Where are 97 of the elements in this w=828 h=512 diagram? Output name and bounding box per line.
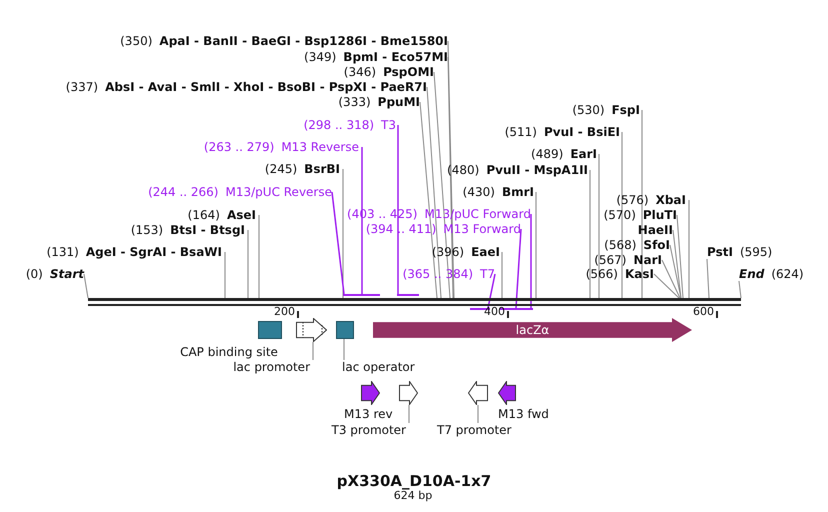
position-number: (245) <box>264 162 298 176</box>
feature-label: T7 promoter <box>437 423 512 437</box>
enzyme-name: PvuI - BsiEI <box>544 125 620 139</box>
enzyme-name: EaeI <box>471 245 500 259</box>
position-number: (337) <box>66 80 98 94</box>
enzyme-name: AgeI - SgrAI - BsaWI <box>86 245 222 259</box>
leader-line <box>224 252 226 298</box>
leader-line <box>654 274 680 298</box>
feature-label: T3 promoter <box>332 423 406 437</box>
enzyme-name: FspI <box>612 103 640 117</box>
leader-line <box>397 125 399 294</box>
enzyme-name: BsrBI <box>304 162 340 176</box>
position-number: (394 .. 411) <box>366 222 436 236</box>
position-number: (566) <box>586 267 618 281</box>
enzyme-name: BtsI - BtsgI <box>170 223 245 237</box>
position-number: (576) <box>616 193 649 207</box>
enzyme-name: XbaI <box>656 193 686 207</box>
plasmid-title: pX330A_D10A-1x7 <box>336 472 492 490</box>
feature-label: M13 fwd <box>498 407 549 421</box>
feature-label: lac promoter <box>233 360 310 374</box>
primer-name: M13 Reverse <box>281 140 359 154</box>
position-number: (365 .. 384) <box>402 267 474 281</box>
position-number: (568) <box>604 238 636 252</box>
enzyme-name: PspOMI <box>383 65 434 79</box>
feature-label: lac operator <box>342 360 415 374</box>
position-number: (164) <box>188 208 220 222</box>
position-number: (489) <box>531 147 564 161</box>
leader-line <box>448 40 454 298</box>
position-number: (153) <box>130 223 164 237</box>
position-number: (530) <box>572 103 605 117</box>
enzyme-name: PvuII - MspA1II <box>486 163 588 177</box>
position-number: (298 .. 318) <box>304 118 374 132</box>
position-number: (396) <box>432 245 464 259</box>
leader-line <box>331 192 345 294</box>
position-number: (570) <box>604 208 636 222</box>
enzyme-name: ApaI - BanII - BaeGI - Bsp1286I - Bme1580I <box>159 34 448 48</box>
leader-line <box>408 404 410 424</box>
leader-line <box>426 86 442 298</box>
enzyme-name: HaeII <box>638 223 673 237</box>
leader-line <box>361 147 363 294</box>
enzyme-name: AseI <box>226 208 256 222</box>
enzyme-name: Start <box>50 267 84 281</box>
enzyme-name: AbsI - AvaI - SmlI - XhoI - BsoBI - PspXI - PaeR7I <box>105 80 427 94</box>
position-number: (0) <box>26 267 43 281</box>
leader-line <box>670 244 682 298</box>
leader-line <box>420 102 438 298</box>
leader-line <box>688 200 690 298</box>
primer-name: M13/pUC Reverse <box>226 185 332 199</box>
position-number: (346) <box>344 65 376 79</box>
enzyme-name: BpmI - Eco57MI <box>343 50 448 64</box>
enzyme-name: PpuMI <box>378 95 420 109</box>
scale-label: 200 <box>274 306 295 318</box>
leader-line <box>706 258 710 298</box>
enzyme-name: SfoI <box>643 238 670 252</box>
enzyme-name: PluTI <box>642 208 677 222</box>
position-number: (131) <box>46 245 79 259</box>
leader-line <box>448 56 454 298</box>
position-number: (349) <box>304 50 336 64</box>
position-number: (624) <box>771 267 804 281</box>
position-number: (263 .. 279) <box>204 140 274 154</box>
leader-line <box>434 72 450 298</box>
leader-line <box>258 214 260 298</box>
leader-line <box>662 260 680 298</box>
enzyme-name: NarI <box>633 253 662 267</box>
leader-line <box>530 214 532 308</box>
enzyme-name: PstI <box>707 245 733 259</box>
position-number: (511) <box>504 125 537 139</box>
plasmid-length: 624 bp <box>394 489 432 503</box>
leader-line <box>487 274 496 308</box>
primer-name: T7 <box>480 267 495 281</box>
leader-line <box>515 228 522 308</box>
position-number: (567) <box>594 253 626 267</box>
enzyme-name: KasI <box>624 267 654 281</box>
enzyme-name: BmrI <box>502 185 534 199</box>
leader-line <box>672 230 682 298</box>
leader-line <box>738 280 742 298</box>
feature-label: M13 rev <box>344 407 393 421</box>
position-number: (480) <box>447 163 480 177</box>
leader-line <box>312 342 314 360</box>
leader-line <box>598 154 600 298</box>
position-number: (333) <box>338 95 371 109</box>
leader-line <box>84 274 88 298</box>
position-number: (350) <box>120 34 152 48</box>
leader-line <box>342 168 344 298</box>
position-number: (244 .. 266) <box>148 185 218 199</box>
primer-name: M13/pUC Forward <box>424 207 531 221</box>
primer-name: M13 Forward <box>443 222 521 236</box>
leader-line <box>676 214 684 298</box>
position-number: (595) <box>740 245 772 259</box>
scale-label: 600 <box>693 306 714 318</box>
enzyme-name: EarI <box>570 147 597 161</box>
position-number: (430) <box>462 185 495 199</box>
feature-label: CAP binding site <box>180 345 278 359</box>
enzyme-name: End <box>739 267 764 281</box>
scale-label: 400 <box>484 306 505 318</box>
gene-name: lacZα <box>516 323 550 337</box>
primer-name: T3 <box>381 118 396 132</box>
